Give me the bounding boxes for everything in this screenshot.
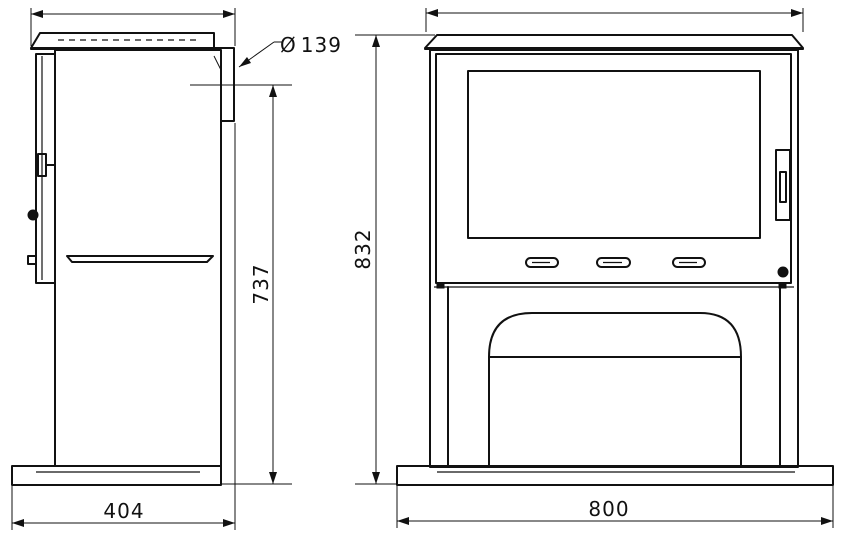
air-vent-right (672, 257, 706, 268)
air-vent-left (525, 257, 559, 268)
front-plinth (396, 465, 834, 486)
side-ash-drawer-handle (66, 255, 214, 263)
side-door-profile (35, 53, 56, 284)
front-view (396, 34, 834, 486)
front-door-knob (777, 266, 789, 278)
front-top-plate (424, 34, 804, 49)
front-glass (467, 70, 761, 239)
front-foot-left-pin (436, 282, 445, 289)
flue-diameter-value: 139 (301, 33, 342, 57)
front-air-vents (525, 257, 706, 268)
side-body (54, 49, 222, 467)
flue-diameter-tick (213, 55, 222, 71)
front-foot-right-pin (778, 282, 787, 289)
front-door-handle (775, 149, 791, 221)
width-label: 800 (588, 497, 629, 521)
side-door-knob (27, 209, 39, 221)
side-view (11, 32, 235, 486)
depth-label: 404 (103, 499, 144, 523)
air-vent-center (596, 257, 631, 268)
front-log-store-arch (488, 312, 742, 468)
total-height-label: 832 (351, 228, 375, 269)
flue-height-label: 737 (249, 263, 273, 304)
front-door (435, 53, 792, 284)
diameter-symbol: Ø (280, 33, 297, 57)
side-plinth (11, 465, 222, 486)
side-door-hinge (27, 255, 37, 265)
front-door-handle-grip (779, 171, 787, 203)
